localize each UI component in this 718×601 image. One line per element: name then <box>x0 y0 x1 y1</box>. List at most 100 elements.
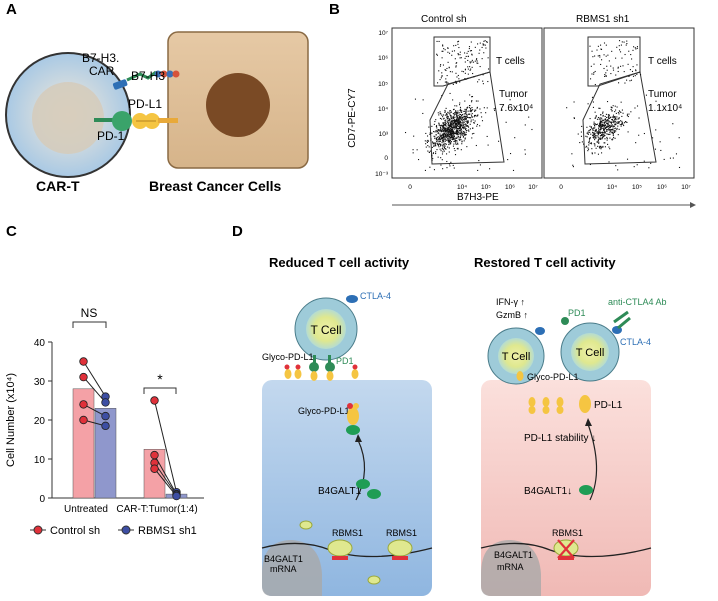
flow-event <box>603 142 605 144</box>
flow-event <box>489 168 491 170</box>
tumor-label-control: Tumor <box>499 89 528 100</box>
flow-event <box>599 117 601 119</box>
flow-event <box>442 134 444 136</box>
flow-event <box>473 122 476 124</box>
flow-event <box>441 148 443 150</box>
flow-event <box>455 133 457 135</box>
flow-event <box>440 157 442 159</box>
flow-event <box>597 45 599 47</box>
flow-event <box>599 123 601 125</box>
flow-event <box>448 128 450 130</box>
y-tick-1e3: 10³ <box>379 131 389 138</box>
flow-event <box>634 107 636 109</box>
flow-event <box>473 114 476 117</box>
tumor-count-rbms: 1.1x10⁴ <box>648 103 682 114</box>
flow-event <box>589 118 591 120</box>
flow-event <box>441 57 443 59</box>
flow-event <box>441 137 443 139</box>
flow-event <box>443 141 445 143</box>
flow-event <box>447 146 449 148</box>
flow-event <box>599 147 601 149</box>
flow-event <box>436 142 438 145</box>
flow-event <box>475 109 477 111</box>
flow-event <box>593 123 595 125</box>
ctla4-icon-right-1 <box>535 327 545 335</box>
flow-event <box>618 117 620 119</box>
flow-event <box>483 52 485 54</box>
flow-event <box>454 128 456 130</box>
flow-event <box>467 55 469 58</box>
legend-marker-rbms <box>121 525 131 535</box>
flow-event <box>442 129 445 131</box>
flow-event <box>453 123 455 125</box>
flow-event <box>464 78 466 80</box>
flow-event <box>459 133 461 135</box>
flow-event <box>587 148 590 150</box>
flow-event <box>468 105 471 107</box>
flow-event <box>612 128 614 131</box>
flow-event <box>485 112 487 114</box>
flow-event <box>426 141 428 143</box>
flow-event <box>451 138 453 141</box>
flow-event <box>438 114 440 116</box>
flow-event <box>595 134 597 137</box>
flow-event <box>444 114 446 116</box>
flow-event <box>493 108 495 110</box>
flow-event <box>449 114 451 116</box>
panel-label-a: A <box>6 1 17 18</box>
flow-event <box>449 128 452 130</box>
flow-event <box>600 148 602 150</box>
flow-event <box>442 125 444 127</box>
flow-event <box>470 119 472 121</box>
flow-event <box>434 120 436 123</box>
flow-event <box>593 137 595 139</box>
flow-event <box>617 111 619 114</box>
flow-event <box>607 119 609 121</box>
flow-event <box>441 133 443 135</box>
flow-event <box>453 133 455 135</box>
flow-event <box>604 138 606 140</box>
flow-event <box>475 115 477 117</box>
b4galt1-enzymes-left <box>356 479 381 499</box>
flow-event <box>448 118 451 120</box>
flow-event <box>447 138 449 140</box>
flow-event <box>437 112 439 114</box>
flow-event <box>621 115 623 117</box>
flow-event <box>456 131 458 133</box>
flow-event <box>603 134 605 136</box>
flow-event <box>596 118 599 120</box>
flow-event <box>457 136 459 138</box>
flow-event <box>444 145 446 147</box>
flow-event <box>469 50 471 52</box>
flow-event <box>434 137 436 140</box>
flow-event <box>458 114 460 116</box>
flow-event <box>453 130 455 132</box>
panel-label-b: B <box>329 1 340 18</box>
flow-event <box>632 66 634 68</box>
flow-event <box>449 113 451 115</box>
flow-event <box>444 49 446 51</box>
flow-event <box>466 116 469 118</box>
flow-event <box>441 118 443 120</box>
flow-event <box>572 164 574 166</box>
arrow-left-up <box>355 439 366 501</box>
flow-event <box>469 66 471 68</box>
b4galt1-down-label: B4GALT1↓ <box>524 486 572 497</box>
flow-event <box>602 115 604 117</box>
flow-event <box>458 112 460 114</box>
flow-event <box>481 58 483 60</box>
flow-event <box>456 120 458 122</box>
flow-plot-control <box>391 27 543 179</box>
flow-event <box>447 47 449 49</box>
flow-event <box>597 55 599 57</box>
flow-event <box>474 46 476 48</box>
flow-event <box>459 125 461 127</box>
flow-event <box>457 122 459 124</box>
tcell-right-2-label: T Cell <box>576 347 605 359</box>
flow-event <box>464 123 467 125</box>
flow-event <box>463 128 465 130</box>
flow-event <box>456 105 458 107</box>
flow-event <box>471 61 473 63</box>
flow-event <box>477 43 479 45</box>
flow-event <box>454 122 456 124</box>
